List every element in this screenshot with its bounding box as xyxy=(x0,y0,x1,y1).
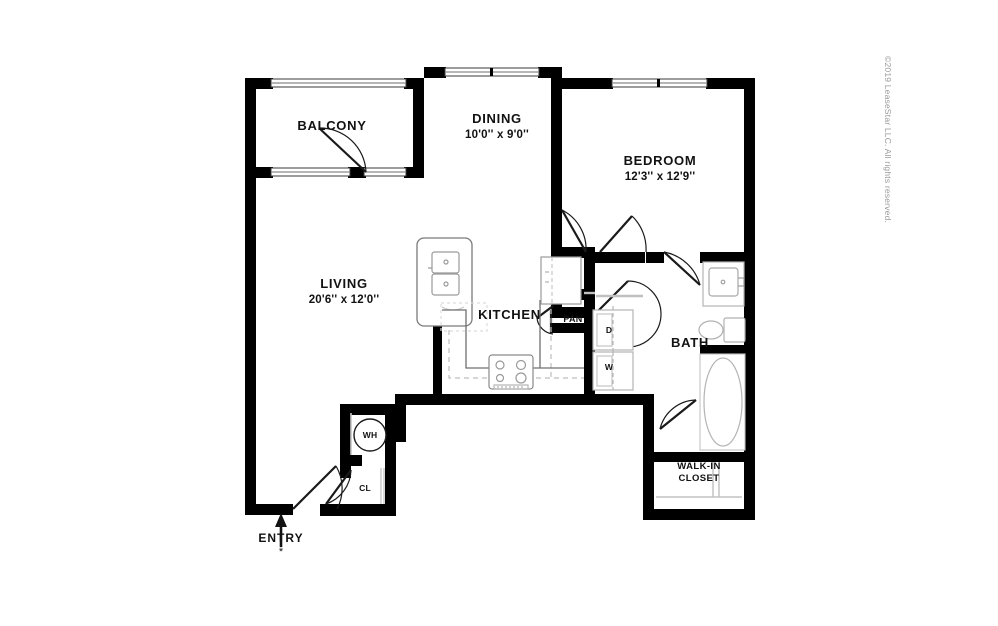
range-stove xyxy=(488,354,534,390)
walkin-closet-line2: CLOSET xyxy=(678,472,720,484)
label-pantry: PAN xyxy=(553,314,593,324)
bath-name: BATH xyxy=(671,335,709,350)
label-water-heater: WH xyxy=(356,430,384,440)
dryer-text: D xyxy=(605,325,613,335)
bathtub xyxy=(699,353,746,451)
pantry-text: PAN xyxy=(563,314,583,324)
refrigerator xyxy=(540,256,582,305)
room-label-bath: BATH xyxy=(645,335,735,351)
bath-vanity xyxy=(702,261,745,307)
dining-name: DINING xyxy=(472,111,522,126)
toilet xyxy=(698,317,746,343)
copyright-notice: ©2019 LeaseStar LLC. All rights reserved… xyxy=(883,56,893,224)
room-label-balcony: BALCONY xyxy=(272,118,392,134)
water-heater xyxy=(350,413,387,455)
door-balcony xyxy=(318,127,367,173)
door-walkin-closet xyxy=(659,399,697,430)
bedroom-dims: 12'3'' x 12'9'' xyxy=(624,170,696,183)
room-label-living: LIVING 20'6'' x 12'0'' xyxy=(279,276,409,307)
window-balcony-bottom-right xyxy=(363,167,407,177)
room-label-kitchen: KITCHEN xyxy=(452,307,567,323)
entry-arrow xyxy=(275,513,287,547)
balcony-name: BALCONY xyxy=(297,118,367,133)
windows xyxy=(270,67,708,177)
kitchen-name: KITCHEN xyxy=(478,307,541,322)
door-entry xyxy=(292,465,343,510)
kitchen-counter-dashed xyxy=(448,300,584,379)
water-heater-text: WH xyxy=(362,430,378,440)
label-washer: W xyxy=(598,362,620,372)
dryer-unit xyxy=(592,306,634,352)
label-dryer: D xyxy=(598,325,620,335)
label-coat-closet: CL xyxy=(352,483,378,493)
kitchen-island xyxy=(416,237,473,327)
fixtures xyxy=(350,237,746,504)
window-dining xyxy=(444,67,540,77)
living-name: LIVING xyxy=(320,276,368,291)
coat-closet-shelving xyxy=(380,468,385,504)
room-label-walk-in-closet: WALK-IN CLOSET xyxy=(655,461,743,485)
window-balcony-bottom-left xyxy=(270,167,351,177)
washer-unit xyxy=(592,351,634,391)
living-dims: 20'6'' x 12'0'' xyxy=(308,293,380,306)
dining-dims: 10'0'' x 9'0'' xyxy=(465,128,529,141)
entry-text: ENTRY xyxy=(258,531,304,545)
entry-note-text: * xyxy=(278,546,284,558)
window-bedroom xyxy=(611,78,708,88)
label-entry: ENTRY xyxy=(241,531,321,545)
door-bedroom xyxy=(599,215,647,253)
room-label-dining: DINING 10'0'' x 9'0'' xyxy=(432,111,562,142)
label-entry-note: * xyxy=(241,546,321,558)
door-dining-hall xyxy=(561,209,587,253)
washer-text: W xyxy=(604,362,614,372)
closet-shelving xyxy=(656,462,742,498)
coat-closet-text: CL xyxy=(359,483,371,493)
doors xyxy=(292,127,701,510)
walkin-closet-line1: WALK-IN xyxy=(677,461,721,472)
bedroom-name: BEDROOM xyxy=(623,153,697,168)
window-balcony-top xyxy=(270,78,407,88)
room-label-bedroom: BEDROOM 12'3'' x 12'9'' xyxy=(595,153,725,184)
door-coat-closet xyxy=(325,469,352,505)
door-bath-hall xyxy=(663,251,701,286)
